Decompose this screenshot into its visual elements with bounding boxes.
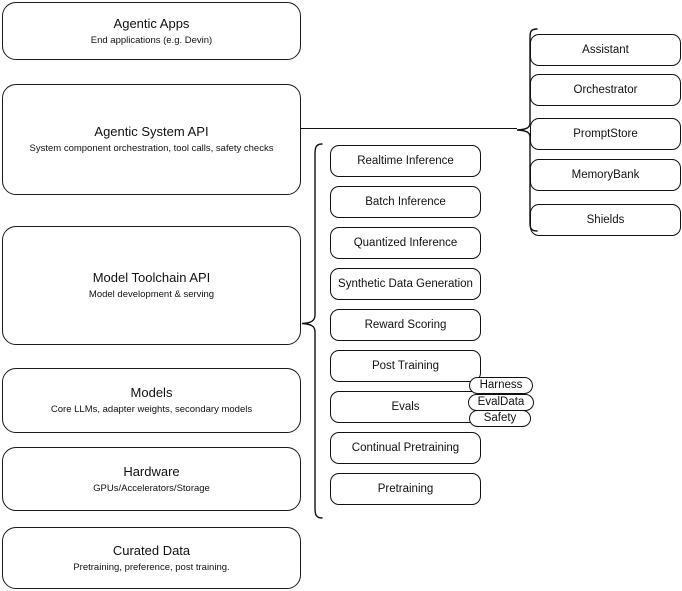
agentic-component-shields[interactable]: Shields [530, 204, 681, 236]
toolchain-item-post-training[interactable]: Post Training [330, 350, 481, 382]
agentic-component-label: Orchestrator [573, 84, 638, 96]
brace-model-toolchain [301, 143, 323, 519]
layer-card-model-toolchain-api[interactable]: Model Toolchain API Model development & … [2, 226, 301, 345]
layer-title: Models [130, 385, 173, 400]
toolchain-item-reward-scoring[interactable]: Reward Scoring [330, 309, 481, 341]
layer-title: Hardware [123, 463, 180, 479]
layer-card-hardware[interactable]: Hardware GPUs/Accelerators/Storage [2, 447, 301, 511]
toolchain-item-continual-pretraining[interactable]: Continual Pretraining [330, 432, 481, 464]
agentic-component-label: PromptStore [573, 128, 638, 140]
layer-subtitle: Core LLMs, adapter weights, secondary mo… [50, 404, 253, 415]
toolchain-item-label: Batch Inference [365, 196, 446, 208]
toolchain-item-quantized-inference[interactable]: Quantized Inference [330, 227, 481, 259]
brace-agentic-components [516, 28, 538, 232]
toolchain-item-label: Reward Scoring [364, 319, 447, 331]
toolchain-item-label: Evals [391, 401, 420, 413]
eval-pill-harness[interactable]: Harness [469, 377, 533, 394]
agentic-component-orchestrator[interactable]: Orchestrator [530, 74, 681, 106]
agentic-component-memorybank[interactable]: MemoryBank [530, 159, 681, 191]
eval-pill-label: Safety [483, 412, 517, 424]
toolchain-item-label: Pretraining [377, 483, 434, 495]
connector-line-agentic-system [301, 128, 517, 129]
toolchain-item-realtime-inference[interactable]: Realtime Inference [330, 145, 481, 177]
layer-title: Agentic Apps [113, 15, 190, 31]
layer-card-curated-data[interactable]: Curated Data Pretraining, preference, po… [2, 527, 301, 589]
toolchain-item-pretraining[interactable]: Pretraining [330, 473, 481, 505]
agentic-component-assistant[interactable]: Assistant [530, 34, 681, 66]
layer-card-agentic-apps[interactable]: Agentic Apps End applications (e.g. Devi… [2, 2, 301, 60]
layer-subtitle: Pretraining, preference, post training. [73, 561, 230, 573]
layer-subtitle: GPUs/Accelerators/Storage [93, 482, 210, 494]
agentic-component-label: Assistant [582, 44, 629, 56]
layer-title: Agentic System API [94, 124, 209, 139]
toolchain-item-label: Post Training [371, 360, 440, 372]
toolchain-item-evals[interactable]: Evals [330, 391, 481, 423]
toolchain-item-label: Synthetic Data Generation [338, 278, 473, 290]
layer-card-agentic-system-api[interactable]: Agentic System API System component orch… [2, 84, 301, 195]
eval-pill-label: Harness [479, 379, 523, 391]
toolchain-item-label: Continual Pretraining [351, 442, 460, 454]
layer-subtitle: System component orchestration, tool cal… [29, 143, 274, 154]
toolchain-item-label: Realtime Inference [357, 155, 454, 167]
toolchain-item-synthetic-data-generation[interactable]: Synthetic Data Generation [330, 268, 481, 300]
eval-pill-evaldata[interactable]: EvalData [468, 394, 534, 411]
agentic-component-label: Shields [586, 214, 625, 226]
layer-title: Model Toolchain API [92, 270, 211, 285]
toolchain-item-batch-inference[interactable]: Batch Inference [330, 186, 481, 218]
layer-title: Curated Data [112, 542, 191, 558]
agentic-component-promptstore[interactable]: PromptStore [530, 118, 681, 150]
eval-pill-label: EvalData [477, 396, 525, 408]
eval-pill-safety[interactable]: Safety [469, 410, 531, 427]
toolchain-item-label: Quantized Inference [353, 237, 458, 249]
layer-subtitle: End applications (e.g. Devin) [90, 34, 213, 46]
layer-card-models[interactable]: Models Core LLMs, adapter weights, secon… [2, 368, 301, 433]
layer-subtitle: Model development & serving [88, 289, 215, 300]
agentic-component-label: MemoryBank [571, 169, 640, 181]
